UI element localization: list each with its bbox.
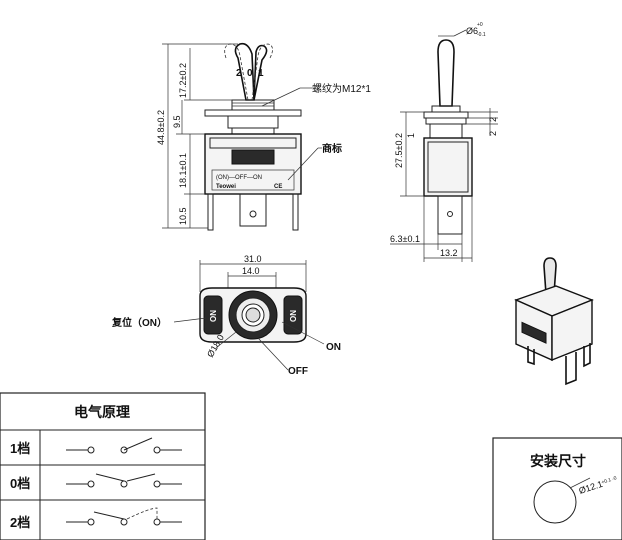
side-lever (437, 39, 455, 107)
label-off: OFF (288, 366, 308, 377)
circuit-diagram-row-1 (66, 437, 182, 454)
lever-position-1: 1 (258, 68, 264, 79)
dim-body-width: 13.2 (440, 248, 458, 258)
dim-lever-dia-tol-top: +0 (477, 22, 483, 28)
mounting-hole-tol: +0.1 -0 (601, 475, 618, 486)
dim-gap: 1 (406, 133, 416, 138)
brand-label: 商标 (322, 142, 342, 155)
top-face-right: ON (289, 310, 298, 322)
dim-side-height: 27.5±0.2 (394, 133, 404, 168)
front-dimensions: 44.8±0.2 17.2±0.2 9.5 18.1±0.1 10.5 (156, 43, 238, 229)
side-dimensions: Ø6 +0 -0.1 27.5±0.2 2 2 1 6.3±0.1 13.2 (390, 22, 498, 262)
circuit-row-3-position: 2档 (10, 515, 30, 530)
dim-lever-dia: Ø6 (466, 26, 478, 36)
side-body (423, 137, 473, 197)
body-switch-text: (ON)—OFF—ON (216, 175, 262, 181)
circuit-row-1-position: 1档 (10, 441, 30, 456)
dim-lever-height: 17.2±0.2 (178, 63, 188, 98)
dim-terminal-width: 6.3±0.1 (390, 234, 420, 244)
mounting-hole (533, 480, 577, 524)
circuit-table-title: 电气原理 (74, 404, 130, 420)
lever-position-2: 2 (236, 68, 242, 79)
dim-nut-a: 2 (488, 117, 498, 122)
thread-label: 螺纹为M12*1 (312, 82, 371, 95)
circuit-row-2-position: 0档 (10, 476, 30, 491)
dim-nut-b: 2 (488, 131, 498, 136)
front-lever: 2 0 1 (224, 42, 273, 101)
dim-top-width: 31.0 (244, 254, 262, 264)
dim-body-height: 18.1±0.1 (178, 153, 188, 188)
body-brand-text: Teowei (216, 184, 236, 190)
dim-terminal: 10.5 (178, 207, 188, 225)
lever-position-0: 0 (247, 68, 253, 79)
body-cert-text: CE (274, 184, 282, 190)
mounting-box: 安装尺寸 Ø12.1 +0.1 -0 (492, 437, 622, 540)
label-on: ON (326, 342, 341, 353)
circuit-table: 电气原理 1档 0档 2档 (0, 392, 206, 540)
top-view: 31.0 14.0 ON ON Ø18.0 复位（ON） ON OFF (111, 254, 341, 377)
dim-top-inner: 14.0 (242, 266, 260, 276)
front-view: 2 0 1 (ON)—OFF—ON Teowei CE (156, 42, 371, 231)
side-view: Ø6 +0 -0.1 27.5±0.2 2 2 1 6.3±0.1 13.2 (390, 22, 498, 262)
circuit-diagram-row-0 (66, 473, 182, 488)
label-momentary: 复位（ON） (111, 316, 167, 329)
front-body: (ON)—OFF—ON Teowei CE (204, 133, 302, 195)
dim-lever-dia-tol-bottom: -0.1 (477, 32, 486, 38)
top-face-left: ON (209, 310, 218, 322)
isometric-view (514, 257, 594, 386)
dim-total-height: 44.8±0.2 (156, 110, 166, 145)
front-terminals (207, 193, 299, 231)
mounting-hole-dim: Ø12.1 (578, 479, 604, 496)
mounting-title: 安装尺寸 (530, 453, 586, 469)
front-bushing (204, 99, 302, 135)
side-terminal (437, 195, 463, 235)
dim-bushing: 9.5 (172, 115, 182, 128)
circuit-diagram-row-2 (66, 507, 182, 526)
